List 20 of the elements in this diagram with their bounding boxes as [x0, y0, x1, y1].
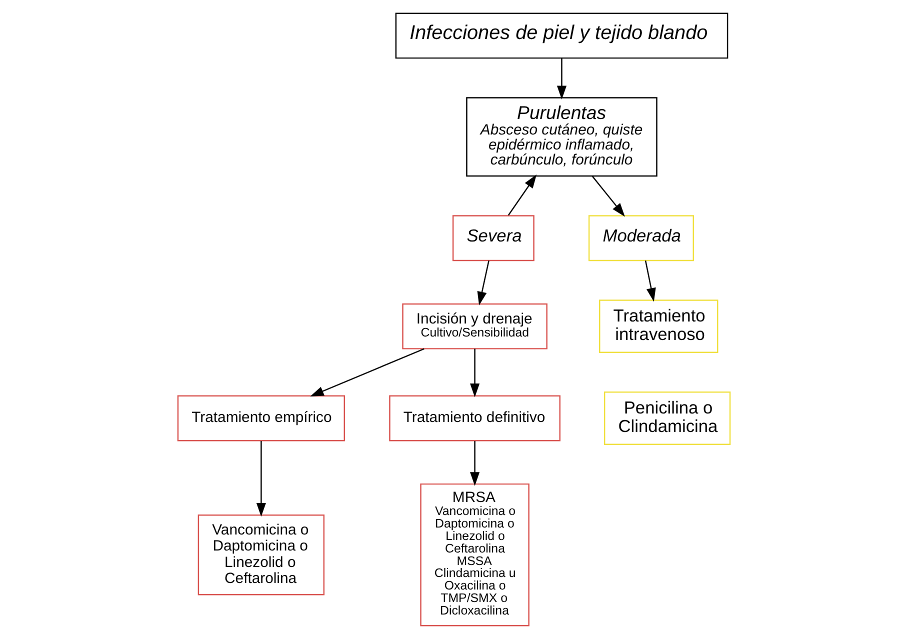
node-box: Vancomicina o Daptomicina o Linezolid o Ceftarolina: [197, 514, 324, 596]
node-box: Moderada: [588, 215, 694, 262]
node-box: Tratamiento definitivo: [388, 395, 560, 442]
arrow: [556, 58, 566, 100]
arrow: [470, 441, 480, 486]
node-box: Severa: [452, 215, 534, 262]
arrow: [644, 260, 656, 302]
arrow: [591, 176, 624, 217]
node-box: Penicilina o Clindamicina: [603, 392, 730, 445]
node-box: Tratamiento intravenoso: [598, 300, 718, 354]
node-box: MRSA Vancomicina o Daptomicina o Linezolid o Ceftarolina MSSA Clindamicina u Oxacilina o TMP/SMX o Dicloxacilina: [420, 483, 529, 626]
node-box: Purulentas Absceso cutáneo, quiste epidérmico inflamado, carbúnculo, forúnculo: [466, 97, 657, 177]
arrow: [470, 348, 480, 398]
arrow: [256, 441, 266, 517]
arrow: [310, 348, 424, 397]
node-box: Infecciones de piel y tejido blando: [394, 12, 728, 59]
arrow: [476, 260, 489, 306]
node-box: Tratamiento empírico: [176, 395, 345, 442]
arrow: [507, 174, 536, 216]
node-box: Incisión y drenaje Cultivo/Sensibilidad: [402, 303, 547, 350]
